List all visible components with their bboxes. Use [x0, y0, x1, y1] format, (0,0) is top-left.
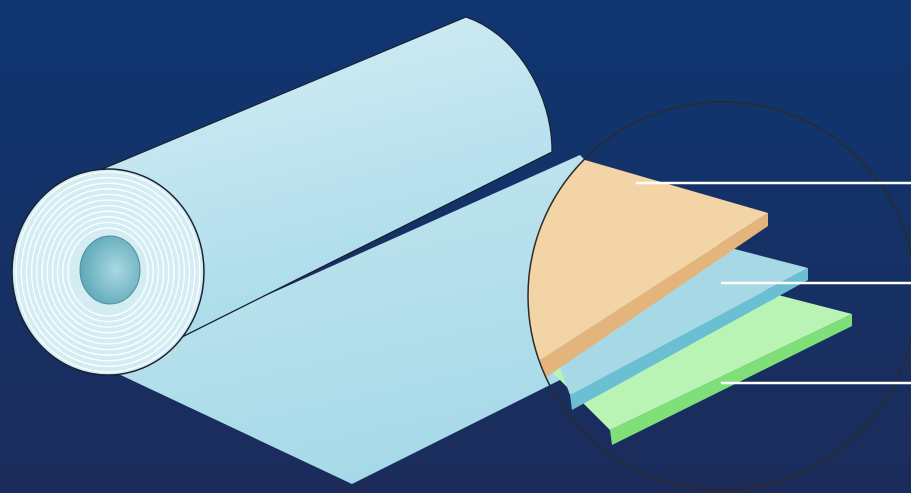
roll-body [99, 16, 553, 341]
roll-ring [41, 199, 175, 345]
roll-ring [67, 227, 149, 317]
roll-rings [15, 171, 201, 373]
roll-ring [36, 193, 180, 351]
layer-top-top [528, 160, 768, 360]
roll-end-face [11, 168, 205, 376]
roll-ring [62, 221, 154, 323]
sheet-fold-line [175, 151, 553, 341]
layer-bottom-top [540, 280, 852, 430]
roll-ring [20, 176, 196, 368]
layer-middle-edge [570, 268, 808, 410]
magnifier-circle [527, 101, 911, 491]
roll-core [79, 235, 141, 305]
roll-ring [15, 171, 201, 373]
magnifier-content [528, 160, 852, 445]
roll-ring [30, 188, 186, 356]
roll-ring [56, 216, 160, 328]
layer-bottom-edge [610, 314, 852, 445]
layer-top-edge [540, 213, 768, 378]
roll-ring [46, 204, 170, 340]
roll-ring [51, 210, 165, 334]
roll-ring [25, 182, 191, 362]
